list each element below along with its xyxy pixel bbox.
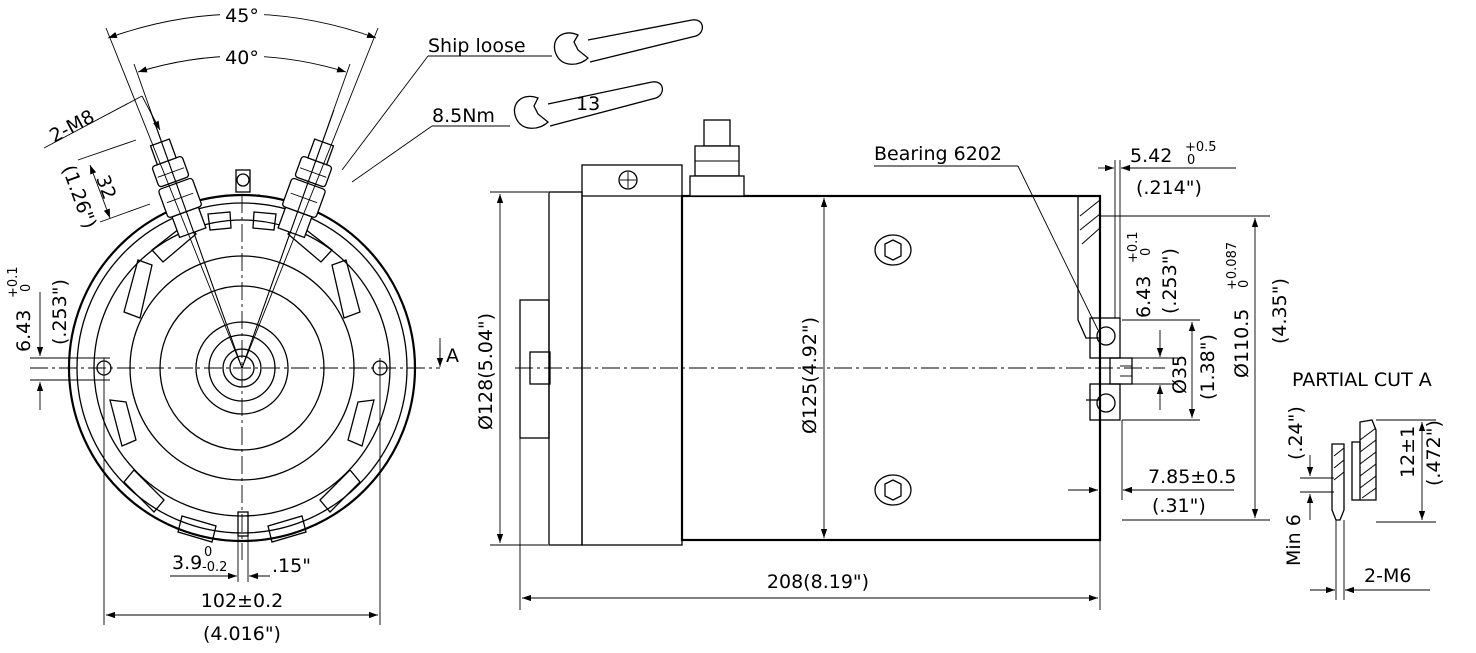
flange-in-label: (.214") [1136, 177, 1202, 199]
dia-125-label: Ø125(4.92") [799, 317, 821, 434]
recess-in-label: (.31") [1152, 495, 1206, 517]
dia-128-label: Ø128(5.04") [475, 313, 497, 430]
side-terminal-stud [689, 119, 745, 197]
wrench-icon [553, 19, 703, 65]
bearing-label: Bearing 6202 [874, 143, 1002, 165]
hole-in-label: (.472") [1423, 420, 1445, 486]
partial-cut-a: PARTIAL CUT A (.24") Min 6 12±1 (.472 [1283, 369, 1445, 600]
angle-40-label: 40° [225, 47, 259, 69]
flange-tol-lower: 0 [1187, 153, 1195, 168]
bore-mm-label: Ø35 [1169, 355, 1191, 394]
side-plug-top [874, 234, 912, 266]
width-in-label: (4.016") [203, 623, 281, 645]
offset-tol-upper: +0.1 [6, 266, 21, 298]
key-tol-lower: 0 [1139, 248, 1154, 256]
hole-mm-label: 12±1 [1397, 426, 1419, 478]
front-view: 45° 40° 2-M8 32 (1.26") 6.43 +0.1 0 (.25… [6, 4, 459, 645]
width-mm-label: 102±0.2 [201, 590, 283, 612]
section-a-mark: A [446, 345, 459, 367]
ship-loose-label: Ship loose [428, 35, 526, 57]
depth-in-label: (.24") [1285, 406, 1307, 460]
bore-in-label: (1.38") [1197, 334, 1219, 400]
angle-45-label: 45° [225, 5, 259, 27]
side-view: Ø128(5.04") Ø125(4.92") 208(8.19") 5.42 … [475, 119, 1291, 610]
wrench-size-label: 13 [576, 93, 600, 115]
flange-mm-label: 5.42 [1130, 145, 1172, 167]
key-tol-upper: +0.1 [1126, 231, 1141, 263]
recess-mm-label: 7.85±0.5 [1148, 466, 1236, 488]
pilot-tol-lower: 0 [1237, 280, 1252, 288]
vent-slots [109, 211, 375, 543]
thread-m6-label: 2-M6 [1364, 565, 1411, 587]
offset-mm-label: 6.43 [13, 310, 35, 352]
slot-in-label: .15" [272, 555, 311, 577]
wrench-callouts: Ship loose 8.5Nm 13 Bearing 6202 [341, 19, 1099, 331]
pilot-in-label: (4.35") [1269, 278, 1291, 344]
length-label: 208(8.19") [767, 571, 869, 593]
offset-in-label: (.253") [49, 279, 71, 345]
height-mm-label: 32 [91, 172, 120, 202]
slot-tol-upper: 0 [204, 545, 212, 560]
torque-label: 8.5Nm [432, 105, 495, 127]
flange-tol-upper: +0.5 [1185, 140, 1217, 155]
wrench-13-icon [513, 81, 663, 129]
offset-tol-lower: 0 [19, 284, 34, 292]
terminal-stud-right [277, 138, 335, 239]
pilot-mm-label: Ø110.5 [1231, 309, 1253, 378]
pilot-tol-upper: +0.087 [1225, 242, 1240, 290]
slot-mm-label: 3.9 [172, 552, 202, 574]
thread-m8-label: 2-M8 [46, 106, 98, 148]
terminal-stud-left [149, 138, 207, 239]
key-mm-label: 6.43 [1133, 276, 1155, 318]
min-depth-label: Min 6 [1283, 514, 1305, 566]
partial-cut-title: PARTIAL CUT A [1292, 369, 1432, 391]
key-in-label: (.253") [1159, 248, 1181, 314]
height-in-label: (1.26") [57, 162, 100, 231]
slot-tol-lower: -0.2 [202, 560, 227, 575]
side-plug-bottom [874, 474, 912, 506]
